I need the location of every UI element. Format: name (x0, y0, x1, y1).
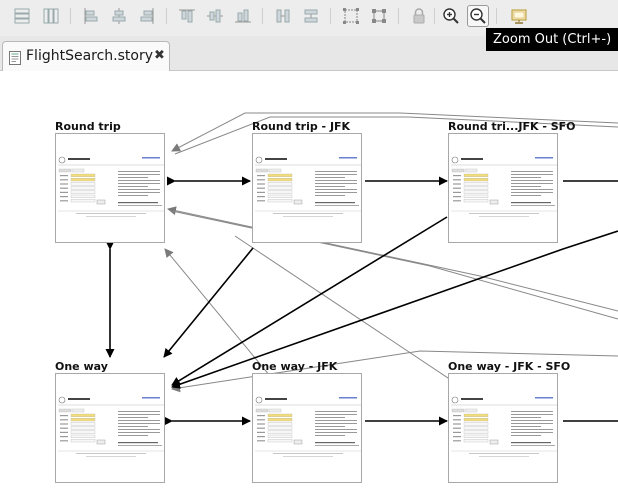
node-label-round-trip-jfk: Round trip - JFK (252, 120, 351, 133)
story-node-thumbnail[interactable] (448, 373, 558, 483)
match-width-icon (276, 9, 290, 23)
node-label-one-way-jfk: One way - JFK (252, 360, 338, 373)
toolbar-separator (496, 8, 497, 24)
layout-horizontal-icon (14, 8, 30, 24)
align-right-icon (140, 8, 154, 24)
edge (174, 116, 618, 155)
page-thumbnail (451, 156, 557, 217)
align-bottom-button[interactable] (232, 5, 254, 27)
align-top-button[interactable] (176, 5, 198, 27)
edge (164, 248, 271, 377)
align-middle-button[interactable] (204, 5, 226, 27)
node-label-one-way: One way (55, 360, 108, 373)
edge (171, 230, 618, 389)
align-center-icon (112, 8, 126, 24)
node-label-round-trip-jfk-sfo: Round tri...JFK - SFO (448, 120, 576, 133)
zoom-out-button[interactable] (467, 5, 489, 27)
page-thumbnail (58, 396, 164, 457)
page-thumbnail (255, 156, 361, 217)
toolbar-separator (70, 8, 71, 24)
edge (234, 235, 461, 387)
toolbar-separator (262, 8, 263, 24)
story-file-icon (9, 51, 21, 65)
zoom-out-icon (470, 8, 486, 24)
toolbar-separator (166, 8, 167, 24)
zoom-out-tooltip: Zoom Out (Ctrl+-) (486, 28, 618, 51)
match-height-icon (304, 9, 318, 23)
align-middle-icon (207, 9, 223, 23)
diagram-toolbar (0, 0, 618, 36)
zoom-in-icon (443, 8, 459, 24)
node-label-round-trip: Round trip (55, 120, 121, 133)
align-right-button[interactable] (136, 5, 158, 27)
lock-icon (413, 8, 425, 24)
zoom-in-button[interactable] (440, 5, 462, 27)
page-thumbnail (58, 156, 164, 217)
match-width-button[interactable] (272, 5, 294, 27)
tab-flightsearch-story[interactable]: FlightSearch.story ✖ (2, 41, 170, 71)
edge (163, 247, 254, 358)
align-left-icon (84, 8, 98, 24)
grid-layout-icon (372, 9, 386, 23)
align-left-button[interactable] (80, 5, 102, 27)
edge (171, 216, 448, 386)
toolbar-separator (330, 8, 331, 24)
align-top-icon (179, 9, 195, 23)
select-area-icon (343, 8, 359, 24)
story-diagram-canvas[interactable]: Round trip Round trip - JFK Round tri...… (0, 71, 618, 496)
align-bottom-icon (235, 9, 251, 23)
story-node-thumbnail[interactable] (55, 373, 165, 483)
toolbar-separator (398, 8, 399, 24)
grid-layout-button[interactable] (368, 5, 390, 27)
story-node-thumbnail[interactable] (252, 133, 362, 243)
layout-horizontal-button[interactable] (11, 5, 33, 27)
close-icon[interactable]: ✖ (154, 48, 165, 63)
select-area-button[interactable] (340, 5, 362, 27)
match-height-button[interactable] (300, 5, 322, 27)
story-node-thumbnail[interactable] (448, 133, 558, 243)
tab-label: FlightSearch.story (26, 48, 154, 64)
layout-vertical-button[interactable] (40, 5, 62, 27)
page-thumbnail (451, 396, 557, 457)
toolbar-separator (434, 8, 435, 24)
node-label-one-way-jfk-sfo: One way - JFK - SFO (448, 360, 571, 373)
page-thumbnail (255, 396, 361, 457)
screenshot-monitor-button[interactable] (508, 5, 530, 27)
screenshot-monitor-icon (511, 9, 527, 24)
layout-vertical-icon (43, 8, 59, 24)
lock-button[interactable] (408, 5, 430, 27)
story-node-thumbnail[interactable] (252, 373, 362, 483)
story-node-thumbnail[interactable] (55, 133, 165, 243)
edge (171, 112, 618, 152)
align-center-button[interactable] (108, 5, 130, 27)
